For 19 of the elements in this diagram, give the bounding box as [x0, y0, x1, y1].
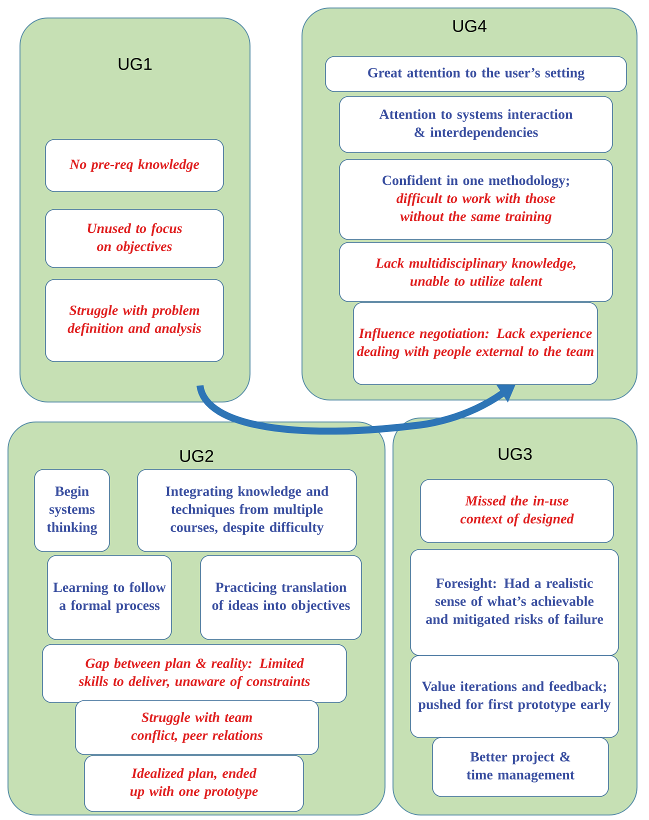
text-box: Integrating knowledge and techniques from multiple courses, despite difficulty	[137, 469, 357, 552]
text-box: Learning to follow a formal process	[47, 555, 172, 640]
text-box: Missed the in-use context of designed	[420, 479, 614, 543]
text-box: Lack multidisciplinary knowledge, unable to utilize talent	[339, 242, 613, 302]
text-box: Foresight: Had a realistic sense of what’s achievable and mitigated risks of failure	[410, 549, 619, 656]
text-box: Struggle with problem definition and analysis	[45, 279, 224, 362]
text-box: Practicing translation of ideas into objectives	[200, 555, 362, 640]
text-box: Great attention to the user’s setting	[325, 56, 627, 92]
text-box: Gap between plan & reality: Limited skills to deliver, unaware of constraints	[42, 644, 347, 703]
text-box: Better project & time management	[432, 737, 609, 797]
text-box: Unused to focus on objectives	[45, 209, 224, 268]
text-box: Value iterations and feedback; pushed for first prototype early	[410, 655, 619, 738]
text-box: Struggle with team conflict, peer relations	[75, 700, 319, 755]
text-box: Idealized plan, ended up with one prototype	[84, 755, 304, 812]
text-box: Influence negotiation: Lack experience dealing with people external to the team	[353, 302, 598, 385]
text-box: No pre-req knowledge	[45, 139, 224, 192]
text-box: Begin systems thinking	[34, 469, 110, 552]
text-box: Confident in one methodology; difficult to work with those without the same training	[339, 159, 613, 240]
text-box: Attention to systems interaction & interdependencies	[339, 96, 613, 153]
